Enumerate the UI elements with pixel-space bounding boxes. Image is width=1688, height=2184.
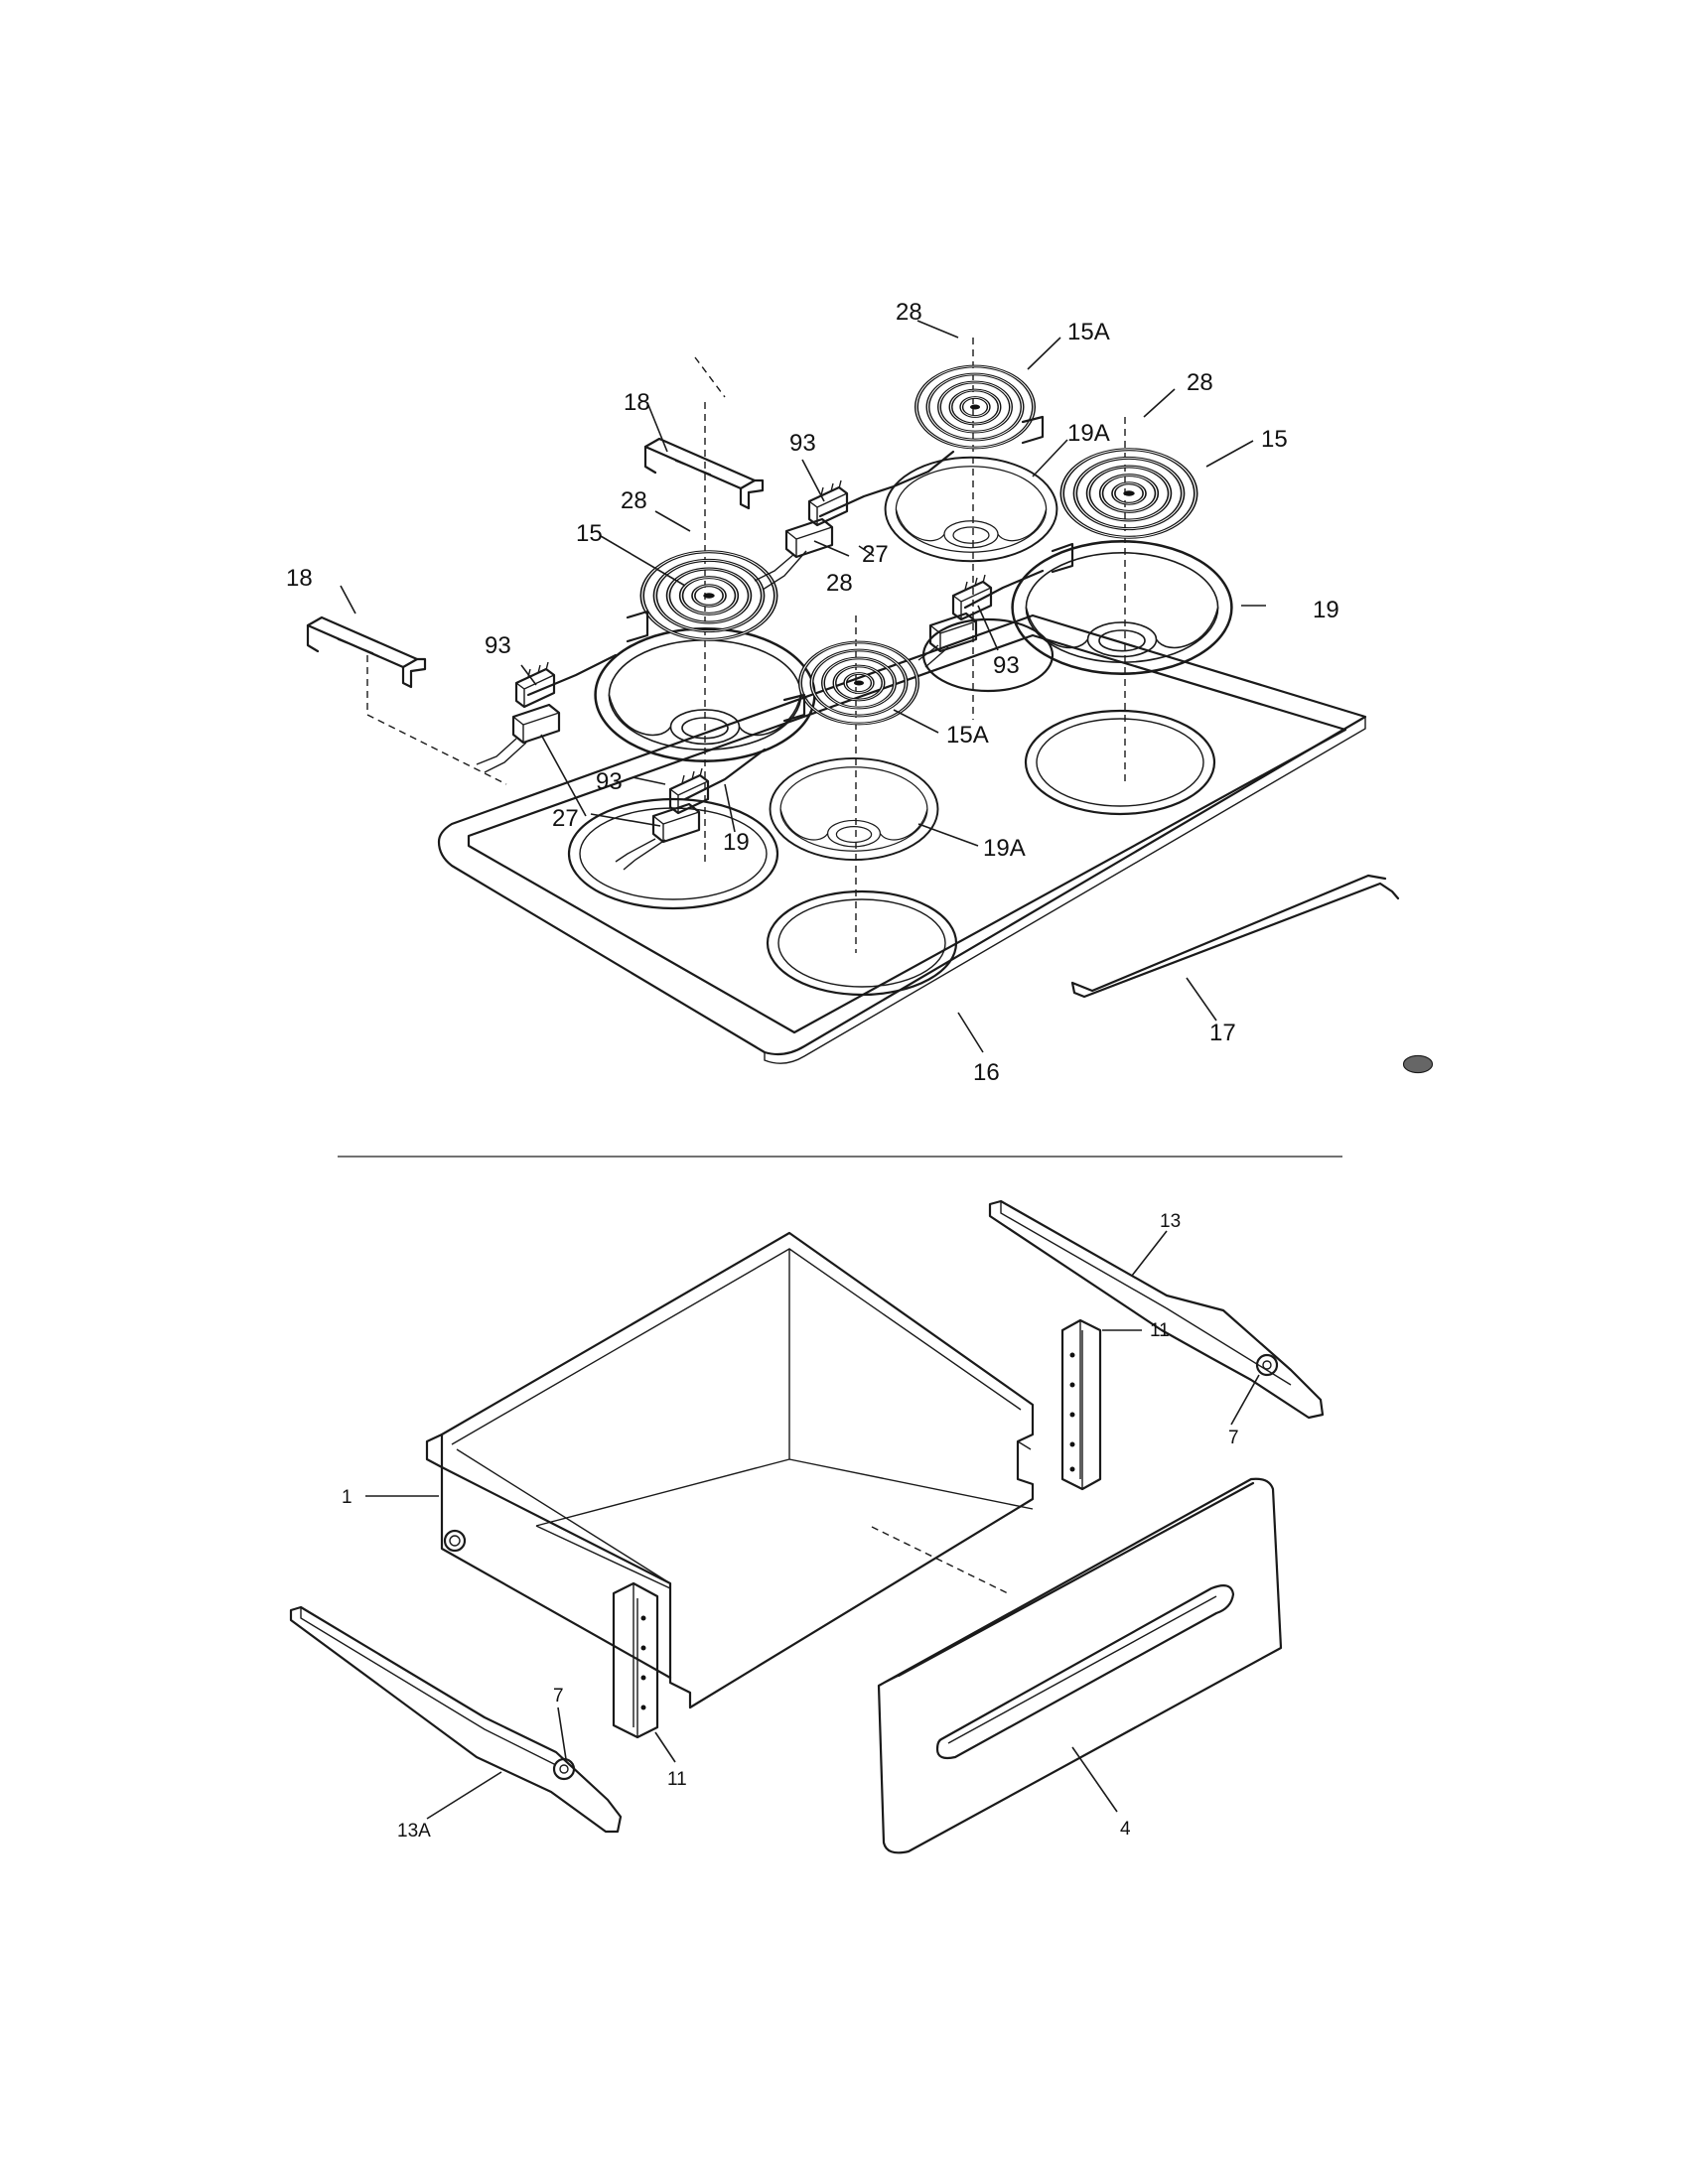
callout-19: 19 (1313, 597, 1339, 623)
callout-28: 28 (826, 570, 853, 597)
drip-pan-19a-rear (884, 456, 1058, 563)
callout-27: 27 (862, 541, 889, 568)
cooktop-assembly (306, 338, 1434, 1074)
drip-pan-19-right (1011, 540, 1233, 675)
element-15-left (642, 552, 775, 640)
rod-17 (1070, 874, 1400, 999)
callout-19a: 19A (983, 835, 1026, 862)
slide-rail-13 (988, 1199, 1325, 1420)
callout-7: 7 (553, 1686, 564, 1706)
callout-15a: 15A (946, 722, 989, 749)
callout-19a: 19A (1067, 420, 1110, 447)
drawer-bracket-11-right (1060, 1318, 1102, 1491)
drip-pan-19a-front (769, 756, 939, 862)
trim-ring-28-c (1402, 1054, 1434, 1074)
slide-rail-13a (289, 1605, 623, 1834)
callout-4: 4 (1120, 1819, 1131, 1840)
callout-15: 15 (1261, 426, 1288, 453)
callout-13a: 13A (397, 1821, 431, 1842)
callout-28: 28 (1187, 369, 1213, 396)
callout-16: 16 (973, 1059, 1000, 1086)
drawer-front-panel (877, 1477, 1283, 1854)
terminal-block-27-d (651, 802, 701, 844)
callout-93: 93 (993, 652, 1020, 679)
top-leaders (340, 320, 1266, 1053)
callout-27: 27 (552, 805, 579, 832)
callout-7: 7 (1228, 1428, 1239, 1448)
callout-93: 93 (485, 632, 511, 659)
callout-11: 11 (1150, 1320, 1170, 1341)
drawer-body (425, 1231, 1035, 1709)
callout-18: 18 (286, 565, 313, 592)
callout-15: 15 (576, 520, 603, 547)
callout-93: 93 (789, 430, 816, 457)
bottom-callouts: 13 11 7 1 7 11 13A 4 (342, 1211, 1239, 1842)
callout-17: 17 (1209, 1020, 1236, 1046)
element-15-right (1062, 450, 1196, 538)
callout-13: 13 (1160, 1211, 1181, 1232)
drawer-assembly (289, 1199, 1325, 1854)
main-top (437, 614, 1367, 1064)
top-callouts: 28 15A 28 18 93 19A 15 28 15 27 28 18 19… (286, 299, 1339, 1086)
callout-1: 1 (342, 1487, 352, 1508)
callout-19: 19 (723, 829, 750, 856)
bracket-18-rear (643, 437, 765, 510)
terminal-block-27-a (784, 517, 834, 559)
element-15a-rear (914, 364, 1037, 450)
callout-11: 11 (667, 1769, 687, 1790)
bottom-leaders (365, 1230, 1260, 1820)
bracket-18-left (306, 615, 427, 689)
callout-15a: 15A (1067, 319, 1110, 345)
callout-18: 18 (624, 389, 650, 416)
terminal-block-27-c (511, 703, 561, 745)
callout-93: 93 (596, 768, 623, 795)
receptacle-93-a (807, 478, 849, 527)
drawer-bracket-11-left (612, 1581, 659, 1739)
callout-28: 28 (896, 299, 922, 326)
callout-28: 28 (621, 487, 647, 514)
